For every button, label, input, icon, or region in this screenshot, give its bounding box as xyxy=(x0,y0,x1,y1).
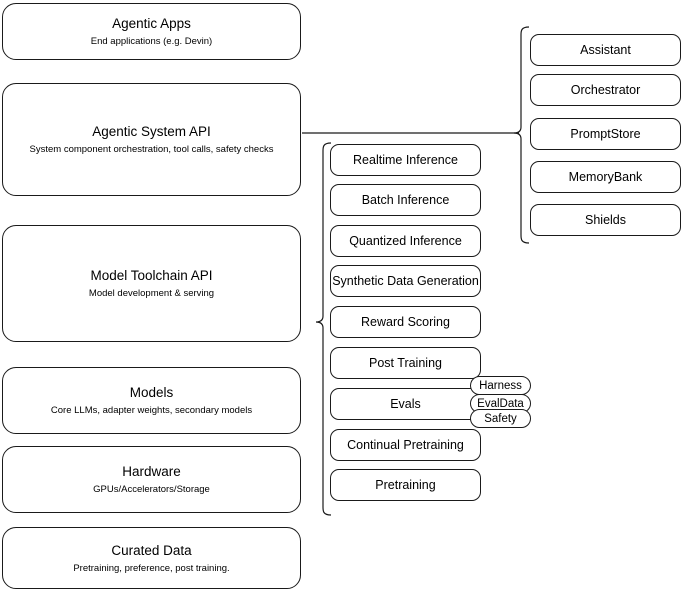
layer-subtitle: Core LLMs, adapter weights, secondary mo… xyxy=(50,405,253,416)
layer-title: Models xyxy=(129,385,174,400)
layer-title: Hardware xyxy=(122,464,181,479)
capability-box-quantized-inference[interactable]: Quantized Inference xyxy=(330,225,481,257)
system-component-box-assistant[interactable]: Assistant xyxy=(530,34,681,66)
evals-subcomponent-label: EvalData xyxy=(477,397,524,410)
layer-subtitle: Pretraining, preference, post training. xyxy=(73,562,230,574)
capability-label: Pretraining xyxy=(375,478,436,492)
capability-label: Continual Pretraining xyxy=(347,438,464,452)
layer-subtitle: Model development & serving xyxy=(88,288,215,299)
evals-subcomponent-label: Harness xyxy=(479,379,522,392)
system-component-box-memorybank[interactable]: MemoryBank xyxy=(530,161,681,193)
layer-subtitle: System component orchestration, tool cal… xyxy=(29,144,274,155)
layer-subtitle: GPUs/Accelerators/Storage xyxy=(93,484,210,495)
layer-block-agentic-system-api[interactable]: Agentic System API System component orch… xyxy=(2,83,301,196)
system-component-box-promptstore[interactable]: PromptStore xyxy=(530,118,681,150)
capability-box-reward-scoring[interactable]: Reward Scoring xyxy=(330,306,481,338)
system-component-label: MemoryBank xyxy=(568,170,643,184)
capability-label: Post Training xyxy=(369,356,442,370)
system-component-label: Orchestrator xyxy=(570,83,641,97)
capability-label: Reward Scoring xyxy=(361,315,450,329)
capability-box-evals[interactable]: Evals xyxy=(330,388,481,420)
layer-block-model-toolchain-api[interactable]: Model Toolchain API Model development & … xyxy=(2,225,301,342)
evals-subcomponent-harness[interactable]: Harness xyxy=(470,376,531,395)
capability-label: Evals xyxy=(390,397,421,411)
system-component-label: Assistant xyxy=(580,43,631,57)
capability-label: Realtime Inference xyxy=(353,153,458,167)
system-component-box-shields[interactable]: Shields xyxy=(530,204,681,236)
evals-subcomponent-label: Safety xyxy=(484,412,517,425)
layer-block-hardware[interactable]: Hardware GPUs/Accelerators/Storage xyxy=(2,446,301,513)
capability-box-continual-pretraining[interactable]: Continual Pretraining xyxy=(330,429,481,461)
capability-label: Batch Inference xyxy=(361,193,450,207)
evals-subcomponent-safety[interactable]: Safety xyxy=(470,409,531,428)
layer-block-models[interactable]: Models Core LLMs, adapter weights, secon… xyxy=(2,367,301,434)
system-component-label: Shields xyxy=(585,213,626,227)
layer-subtitle: End applications (e.g. Devin) xyxy=(90,36,213,47)
layer-block-curated-data[interactable]: Curated Data Pretraining, preference, po… xyxy=(2,527,301,589)
system-component-label: PromptStore xyxy=(570,127,641,141)
capability-box-batch-inference[interactable]: Batch Inference xyxy=(330,184,481,216)
capability-box-pretraining[interactable]: Pretraining xyxy=(330,469,481,501)
layer-title: Agentic System API xyxy=(92,124,211,139)
capability-box-post-training[interactable]: Post Training xyxy=(330,347,481,379)
capability-label: Synthetic Data Generation xyxy=(332,274,479,288)
capability-box-realtime-inference[interactable]: Realtime Inference xyxy=(330,144,481,176)
layer-title: Agentic Apps xyxy=(112,16,191,31)
layer-block-agentic-apps[interactable]: Agentic Apps End applications (e.g. Devi… xyxy=(2,3,301,60)
layer-title: Curated Data xyxy=(111,542,192,558)
capability-box-synthetic-data-generation[interactable]: Synthetic Data Generation xyxy=(330,265,481,297)
system-component-box-orchestrator[interactable]: Orchestrator xyxy=(530,74,681,106)
capability-label: Quantized Inference xyxy=(349,234,462,248)
layer-title: Model Toolchain API xyxy=(90,268,213,283)
